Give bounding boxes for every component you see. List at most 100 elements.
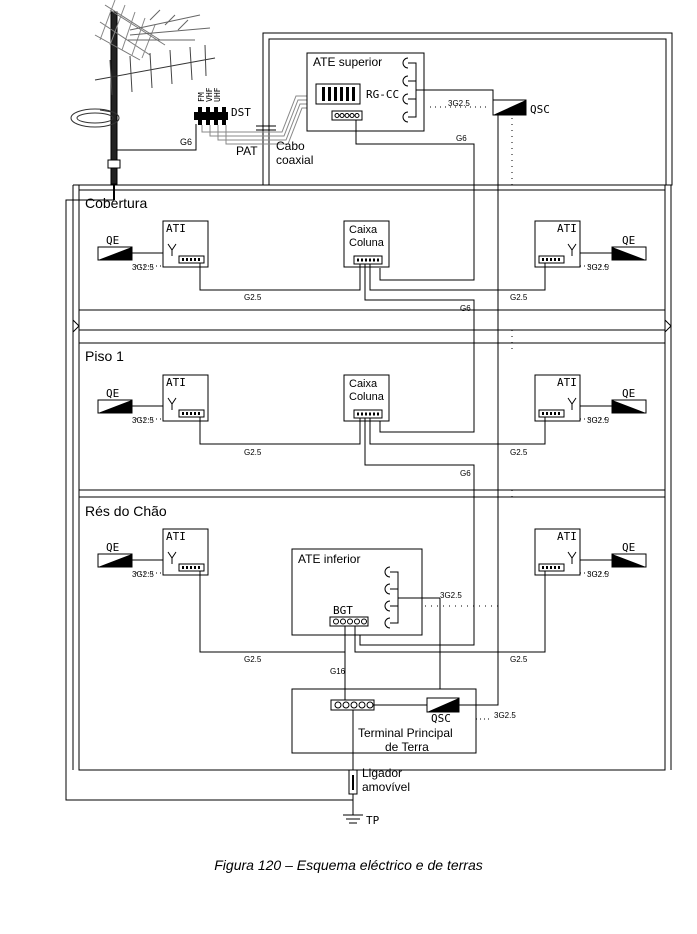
- wire-label-g25-cob-left: G2.5: [244, 293, 262, 302]
- qe-piso1-right: [611, 399, 647, 414]
- wire-label-g6-mast: G6: [180, 137, 192, 147]
- ati-antenna-icon: [167, 243, 177, 256]
- wire-g25-p1-left: [199, 417, 361, 445]
- wire-mast-g6: [117, 124, 197, 151]
- label-tp: TP: [366, 814, 380, 827]
- tpt-earth-bar-holes: [334, 701, 374, 709]
- label-ligador-line2: amovível: [362, 780, 410, 794]
- figure-caption: Figura 120 – Esquema eléctrico e de terr…: [214, 857, 483, 873]
- qe-cobertura-right: [611, 246, 647, 261]
- wire-label-g25-rc-right: G2.5: [510, 655, 528, 664]
- qe-cobertura-left: [97, 246, 133, 261]
- ate-inferior-sockets: [384, 566, 440, 629]
- label-ligador-line1: Ligador: [362, 766, 402, 780]
- label-ati-cob-left: ATI: [166, 222, 186, 235]
- ati-antenna-icon-rcl: [167, 551, 177, 564]
- wire-label-g16: G16: [330, 667, 346, 676]
- ate-inferior-title: ATE inferior: [298, 552, 360, 566]
- label-vhf: VHF: [205, 87, 214, 102]
- floor-cobertura-frame: [78, 189, 666, 311]
- label-qe-rc-right: QE: [622, 541, 635, 554]
- wire-label-3g25-ate-inf: 3G2.5: [440, 591, 462, 600]
- ati-antenna-icon-p1r: [567, 397, 577, 410]
- qsc-bottom: [426, 697, 460, 713]
- wire-g25-rc-right: [354, 571, 546, 653]
- tpt-earth-bar: [330, 699, 375, 711]
- rg-cc-ports: [322, 87, 355, 101]
- wire-ate-sup-qsc: [424, 89, 494, 100]
- ati-antenna-icon-p1l: [167, 397, 177, 410]
- wire-g25-cob-left: [199, 263, 361, 291]
- label-coluna-cob: Coluna: [349, 237, 385, 249]
- label-cabo: Cabo: [276, 139, 305, 153]
- wire-label-g6-cob: G6: [460, 304, 471, 313]
- wire-g25-cob-right: [369, 263, 546, 291]
- label-qe-cob-right: QE: [622, 234, 635, 247]
- ate-superior-sockets: [402, 57, 425, 123]
- label-caixa-cob: Caixa: [349, 224, 378, 236]
- floor-res-do-chao-frame: [78, 496, 666, 771]
- wire-label-g25-p1-right: G2.5: [510, 448, 528, 457]
- label-qe-p1-right: QE: [622, 387, 635, 400]
- label-bgt: BGT: [333, 604, 353, 617]
- pat-marker: [256, 125, 276, 131]
- caixa-earth-bar-p1: [353, 409, 383, 419]
- room-title-cobertura: Cobertura: [85, 195, 147, 211]
- label-qe-rc-left: QE: [106, 541, 119, 554]
- wire-label-3g25-rc-right: 3G2.5: [587, 570, 609, 579]
- label-qe-p1-left: QE: [106, 387, 119, 400]
- label-ati-rc-right: ATI: [557, 530, 577, 543]
- ate-superior-earth-bar-holes: [334, 113, 360, 118]
- room-title-res-do-chao: Rés do Chão: [85, 503, 167, 519]
- bgt-earth-bar: [329, 616, 369, 627]
- wire-g6-cob-to-piso1: [364, 264, 475, 433]
- coaxial-cables: [201, 95, 314, 145]
- label-terminal-line1: Terminal Principal: [358, 726, 453, 740]
- label-ati-p1-right: ATI: [557, 376, 577, 389]
- wire-label-3g25-p1-right: 3G2.5: [587, 416, 609, 425]
- wire-label-3g25-bottom: 3G2.5: [494, 711, 516, 720]
- ati-antenna-icon-r: [567, 243, 577, 256]
- wire-label-3g25-top: 3G2.5: [448, 99, 470, 108]
- wire-g6-ate-sup-to-caixa: [355, 120, 475, 281]
- label-dst: DST: [231, 106, 251, 119]
- label-ati-rc-left: ATI: [166, 530, 186, 543]
- label-ati-cob-right: ATI: [557, 222, 577, 235]
- qe-rc-right: [611, 553, 647, 568]
- label-terminal-line2: de Terra: [385, 740, 429, 754]
- label-rg-cc: RG-CC: [366, 88, 399, 101]
- mast-ground-clamp: [107, 159, 121, 169]
- label-qsc-bottom: QSC: [431, 712, 451, 725]
- main-earth-conductor: [65, 199, 353, 801]
- wire-label-3g25-cob-right: 3G2.5: [587, 263, 609, 272]
- floor-piso1-frame: [78, 342, 666, 491]
- qsc-top: [492, 99, 527, 116]
- antenna-icon: [70, 0, 216, 200]
- wire-label-g25-rc-left: G2.5: [244, 655, 262, 664]
- wire-g6-p1-to-bgt: [359, 418, 475, 646]
- bgt-earth-bar-holes: [333, 618, 367, 625]
- wire-label-3g25-cob-left: 3G2.5: [132, 263, 154, 272]
- slab-break-marks: [72, 319, 672, 333]
- wire-label-g25-cob-right: G2.5: [510, 293, 528, 302]
- label-qsc-top: QSC: [530, 103, 550, 116]
- label-pat: PAT: [236, 144, 258, 158]
- wire-label-g25-p1-left: G2.5: [244, 448, 262, 457]
- wire-qsc-riser: [459, 700, 499, 706]
- ate-superior-title: ATE superior: [313, 55, 382, 69]
- label-coaxial: coaxial: [276, 153, 313, 167]
- ground-icon: [343, 794, 363, 824]
- room-title-piso1: Piso 1: [85, 348, 124, 364]
- label-ati-p1-left: ATI: [166, 376, 186, 389]
- wire-label-3g25-rc-left: 3G2.5: [132, 570, 154, 579]
- dst-distributor: [194, 107, 228, 125]
- qe-piso1-left: [97, 399, 133, 414]
- wire-label-g6-top: G6: [456, 134, 467, 143]
- label-uhf: UHF: [213, 87, 222, 102]
- caixa-earth-bar-cob: [353, 255, 383, 265]
- ati-antenna-icon-rcr: [567, 551, 577, 564]
- ate-superior-earth-bar: [331, 110, 363, 121]
- label-caixa-p1: Caixa: [349, 378, 378, 390]
- label-fm: FM: [197, 92, 206, 102]
